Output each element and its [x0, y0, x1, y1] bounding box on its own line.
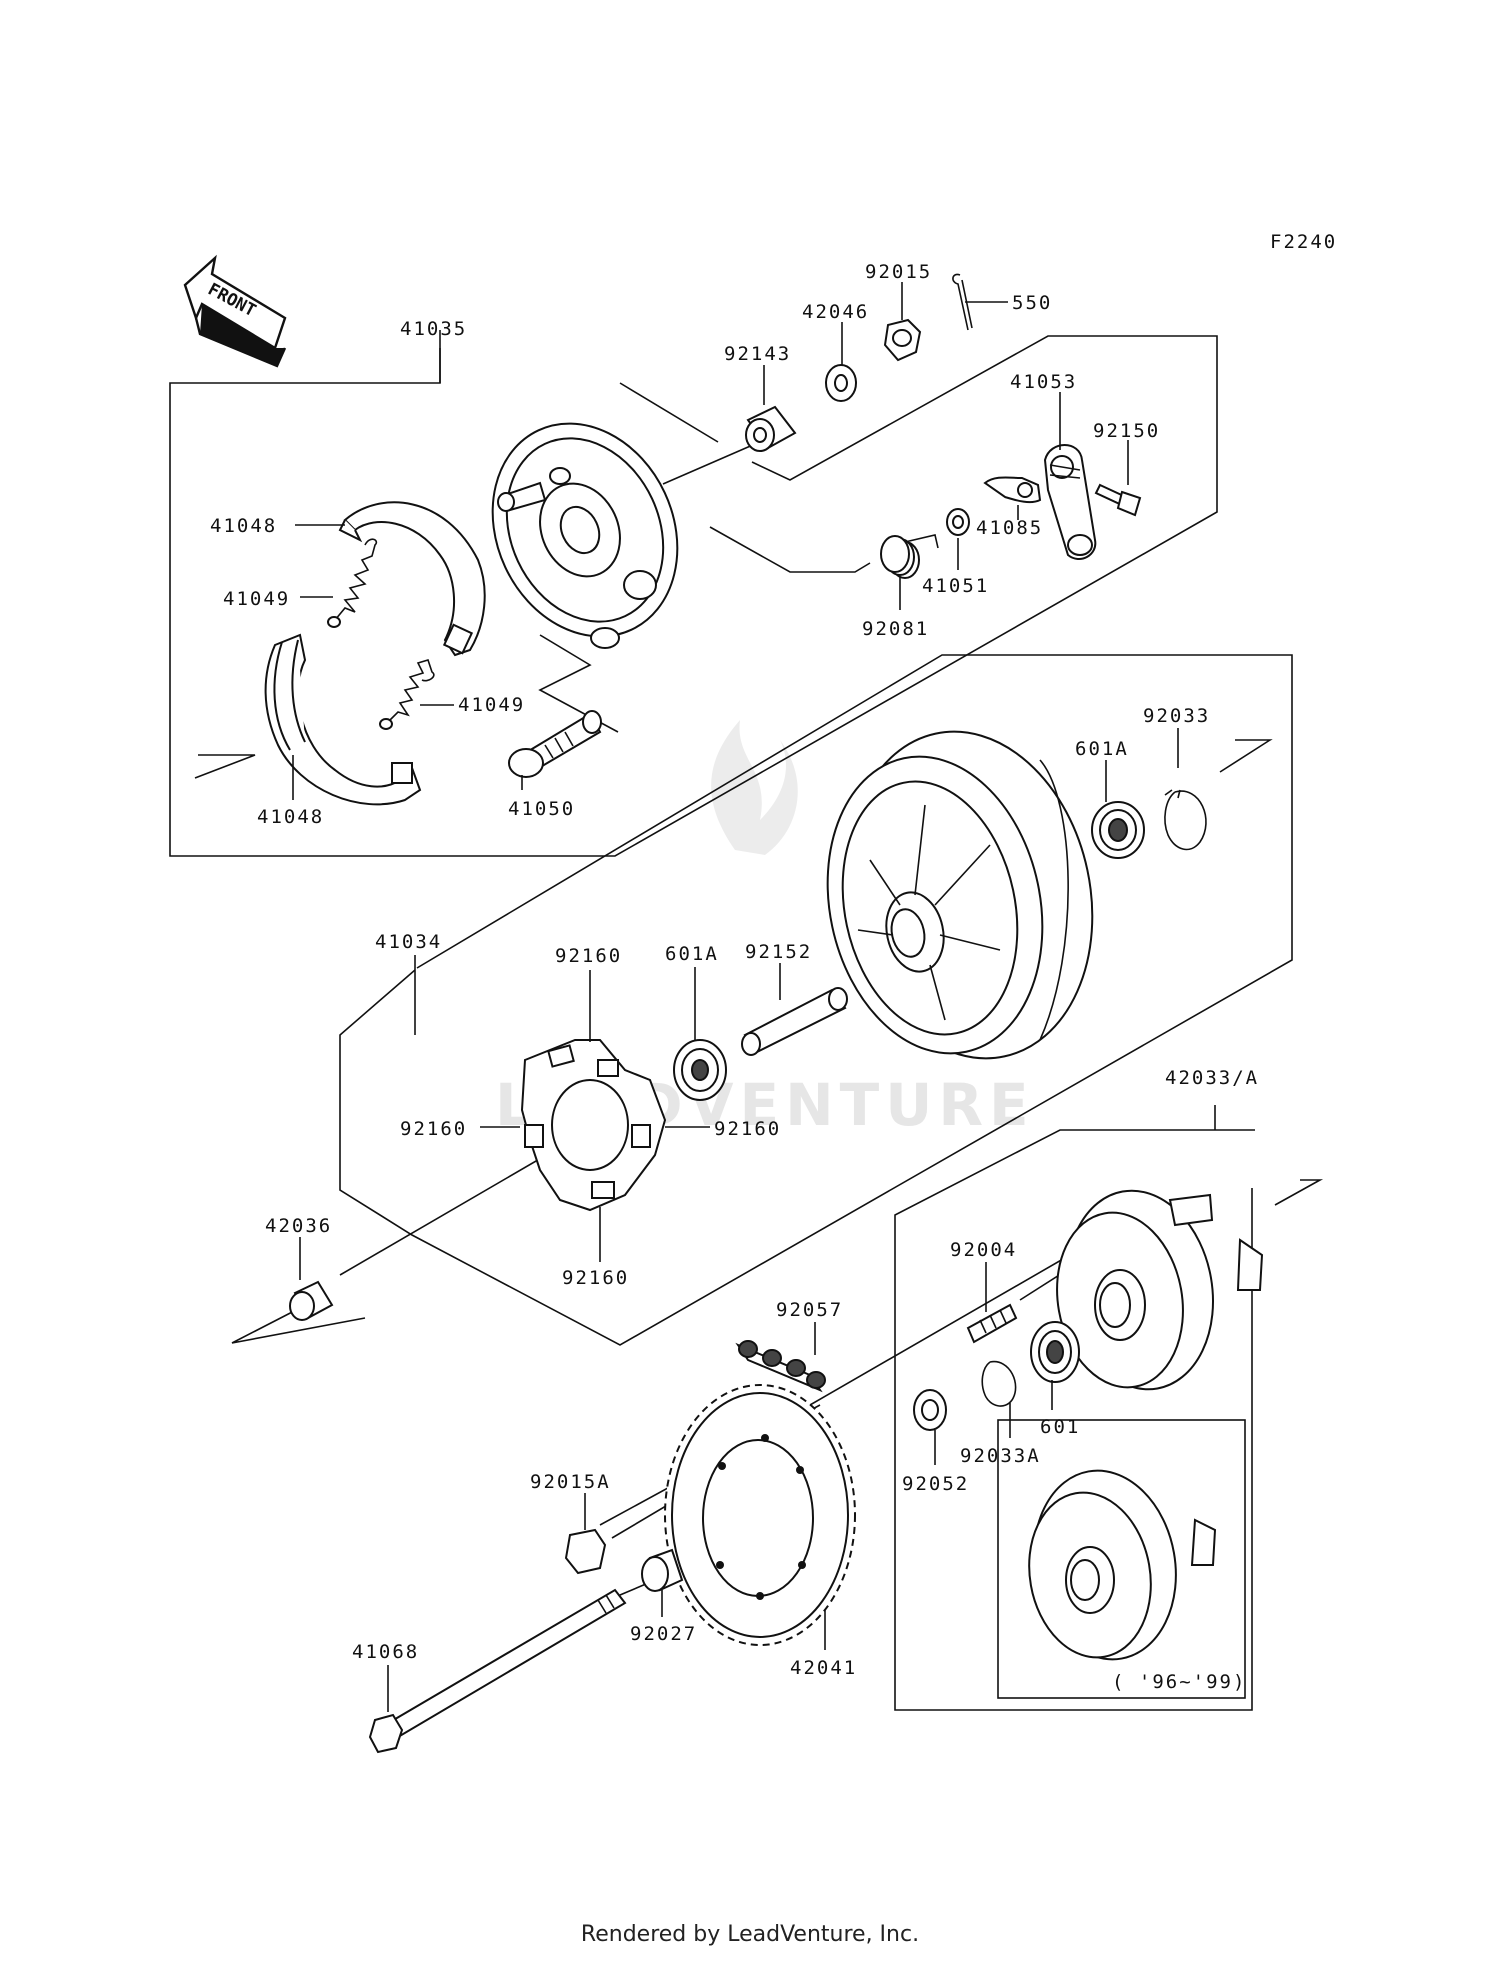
wear-indicator-icon — [983, 476, 1042, 504]
label-92152: 92152 — [745, 941, 812, 963]
label-variant-years: ( '96~'99) — [1112, 1671, 1246, 1693]
variant-coupling-icon — [1028, 1469, 1217, 1661]
label-550: 550 — [1012, 292, 1052, 314]
spacer-tube-icon — [741, 987, 848, 1056]
part-labels: 41035 92015 550 42046 92143 41053 92150 … — [210, 261, 1259, 1693]
wheel-hub-assembly-box — [339, 654, 1293, 1346]
front-arrow-icon: FRONT — [183, 254, 287, 368]
diagram-code: F2240 — [1270, 231, 1337, 253]
label-41048-lower: 41048 — [257, 806, 324, 828]
leader-lines — [292, 282, 1179, 1712]
sprocket-coupling-icon — [1056, 1189, 1264, 1391]
label-92160-left: 92160 — [400, 1118, 467, 1140]
brake-panel-icon — [491, 422, 679, 649]
seal-washer-icon — [946, 508, 970, 536]
label-41051: 41051 — [922, 575, 989, 597]
collar-icon — [745, 405, 797, 452]
label-92015: 92015 — [865, 261, 932, 283]
cotter-pin-icon — [952, 273, 973, 331]
sprocket-nut-icon — [564, 1528, 607, 1575]
label-92150: 92150 — [1093, 420, 1160, 442]
hub-damper-icon — [520, 1039, 667, 1212]
label-92143: 92143 — [724, 343, 791, 365]
label-41034: 41034 — [375, 931, 442, 953]
circlip-icon — [1164, 789, 1207, 851]
label-41085: 41085 — [976, 517, 1043, 539]
spring-upper-icon — [327, 538, 378, 628]
label-41053: 41053 — [1010, 371, 1077, 393]
spacer-washer-icon — [913, 1389, 947, 1431]
axle-collar-icon — [289, 1280, 334, 1321]
label-42033A: 42033/A — [1165, 1067, 1259, 1089]
rear-axle-icon — [368, 1588, 627, 1754]
variant-hub-box — [997, 1419, 1246, 1699]
return-spring-icon — [880, 534, 939, 579]
label-92052: 92052 — [902, 1473, 969, 1495]
brake-panel-assembly-box — [169, 330, 1218, 857]
label-92027: 92027 — [630, 1623, 697, 1645]
spring-lower-icon — [379, 659, 435, 730]
bolt-icon — [1094, 483, 1142, 517]
label-41048-upper: 41048 — [210, 515, 277, 537]
label-92004: 92004 — [950, 1239, 1017, 1261]
label-41068: 41068 — [352, 1641, 419, 1663]
label-42046: 42046 — [802, 301, 869, 323]
brake-shoe-lower-icon — [264, 633, 422, 806]
label-92160-bottom: 92160 — [562, 1267, 629, 1289]
label-601A-left: 601A — [665, 943, 719, 965]
brake-shoe-upper-icon — [338, 501, 486, 657]
wheel-hub-icon — [826, 730, 1094, 1060]
label-41049-lower: 41049 — [458, 694, 525, 716]
washer-icon — [825, 364, 857, 402]
cam-lever-icon — [1043, 444, 1097, 560]
label-601A-right: 601A — [1075, 738, 1129, 760]
label-92033: 92033 — [1143, 705, 1210, 727]
label-42036: 42036 — [265, 1215, 332, 1237]
bearing-right-icon — [1091, 801, 1145, 859]
label-42041: 42041 — [790, 1657, 857, 1679]
axle-spacer-icon — [641, 1548, 684, 1592]
label-92160-top: 92160 — [555, 945, 622, 967]
label-41049-upper: 41049 — [223, 588, 290, 610]
footer-credit: Rendered by LeadVenture, Inc. — [580, 1922, 920, 1947]
label-92057: 92057 — [776, 1299, 843, 1321]
label-92033A: 92033A — [960, 1445, 1041, 1467]
rear-sprocket-icon — [664, 1384, 856, 1646]
chain-master-link-icon — [735, 1340, 826, 1393]
cam-shaft-icon — [508, 710, 602, 778]
label-92081: 92081 — [862, 618, 929, 640]
coupling-circlip-icon — [981, 1360, 1017, 1407]
stud-bolt-icon — [966, 1303, 1018, 1344]
castle-nut-icon — [883, 318, 922, 362]
bearing-left-icon — [673, 1039, 727, 1101]
label-41035: 41035 — [400, 318, 467, 340]
label-92015A: 92015A — [530, 1471, 611, 1493]
label-601: 601 — [1040, 1416, 1080, 1438]
coupling-bearing-icon — [1030, 1321, 1080, 1383]
label-41050: 41050 — [508, 798, 575, 820]
label-92160-right: 92160 — [714, 1118, 781, 1140]
coupling-assembly-box — [894, 1105, 1255, 1711]
